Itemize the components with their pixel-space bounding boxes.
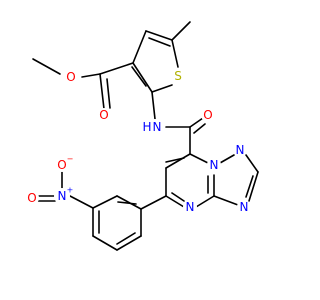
bond [116, 235, 142, 251]
atom-n-amide: N [153, 120, 162, 134]
bond [117, 201, 137, 205]
bond [132, 30, 147, 64]
bond [132, 62, 153, 93]
atom-n-triazole-2: N [240, 200, 249, 214]
atom-n-triazole-1: N [236, 143, 245, 157]
bond [131, 66, 147, 87]
atom-o-nitro-minus: O [57, 158, 66, 172]
atom-o-nitro-double: O [27, 191, 36, 205]
bond [99, 62, 134, 75]
atom-labels: O O S N H O N N N N N + O − O [25, 69, 251, 214]
bond [189, 153, 209, 164]
bond-lines [32, 21, 259, 251]
bond [32, 58, 61, 75]
charge-minus-nitro: − [67, 155, 74, 164]
bond [165, 157, 185, 163]
bond [148, 37, 171, 47]
bond [106, 78, 111, 109]
bond [219, 154, 235, 164]
atom-n-pyrimidine: N [186, 200, 195, 214]
atom-o-amide: O [203, 108, 212, 122]
bond [171, 39, 179, 68]
bond [81, 73, 101, 78]
molecule-structure-diagram: O O S N H O N N N N N + O − O [25, 21, 259, 251]
atom-n-bridge: N [210, 158, 219, 172]
bond [171, 192, 185, 202]
bond [248, 171, 259, 202]
bond [69, 195, 94, 209]
bond [92, 195, 118, 209]
atom-o-ester-ether: O [66, 70, 75, 84]
bond [151, 84, 173, 93]
bond [165, 153, 191, 169]
bond [245, 154, 259, 173]
bond [92, 235, 118, 251]
atom-h-amide: H [142, 120, 151, 134]
atom-n-nitro: N [58, 189, 67, 203]
bond [165, 195, 185, 208]
atom-s-thiophene: S [174, 69, 182, 83]
bond [245, 175, 254, 198]
bond [193, 123, 206, 134]
bond [145, 30, 173, 41]
bond [116, 232, 136, 245]
charge-plus-nitro: + [67, 186, 74, 195]
bond [171, 21, 191, 41]
bond [140, 195, 167, 210]
bond [99, 73, 105, 110]
bond [151, 91, 156, 120]
bond [189, 117, 204, 128]
bond [213, 195, 239, 206]
atom-o-ester-carbonyl: O [99, 108, 108, 122]
bond [195, 195, 215, 208]
